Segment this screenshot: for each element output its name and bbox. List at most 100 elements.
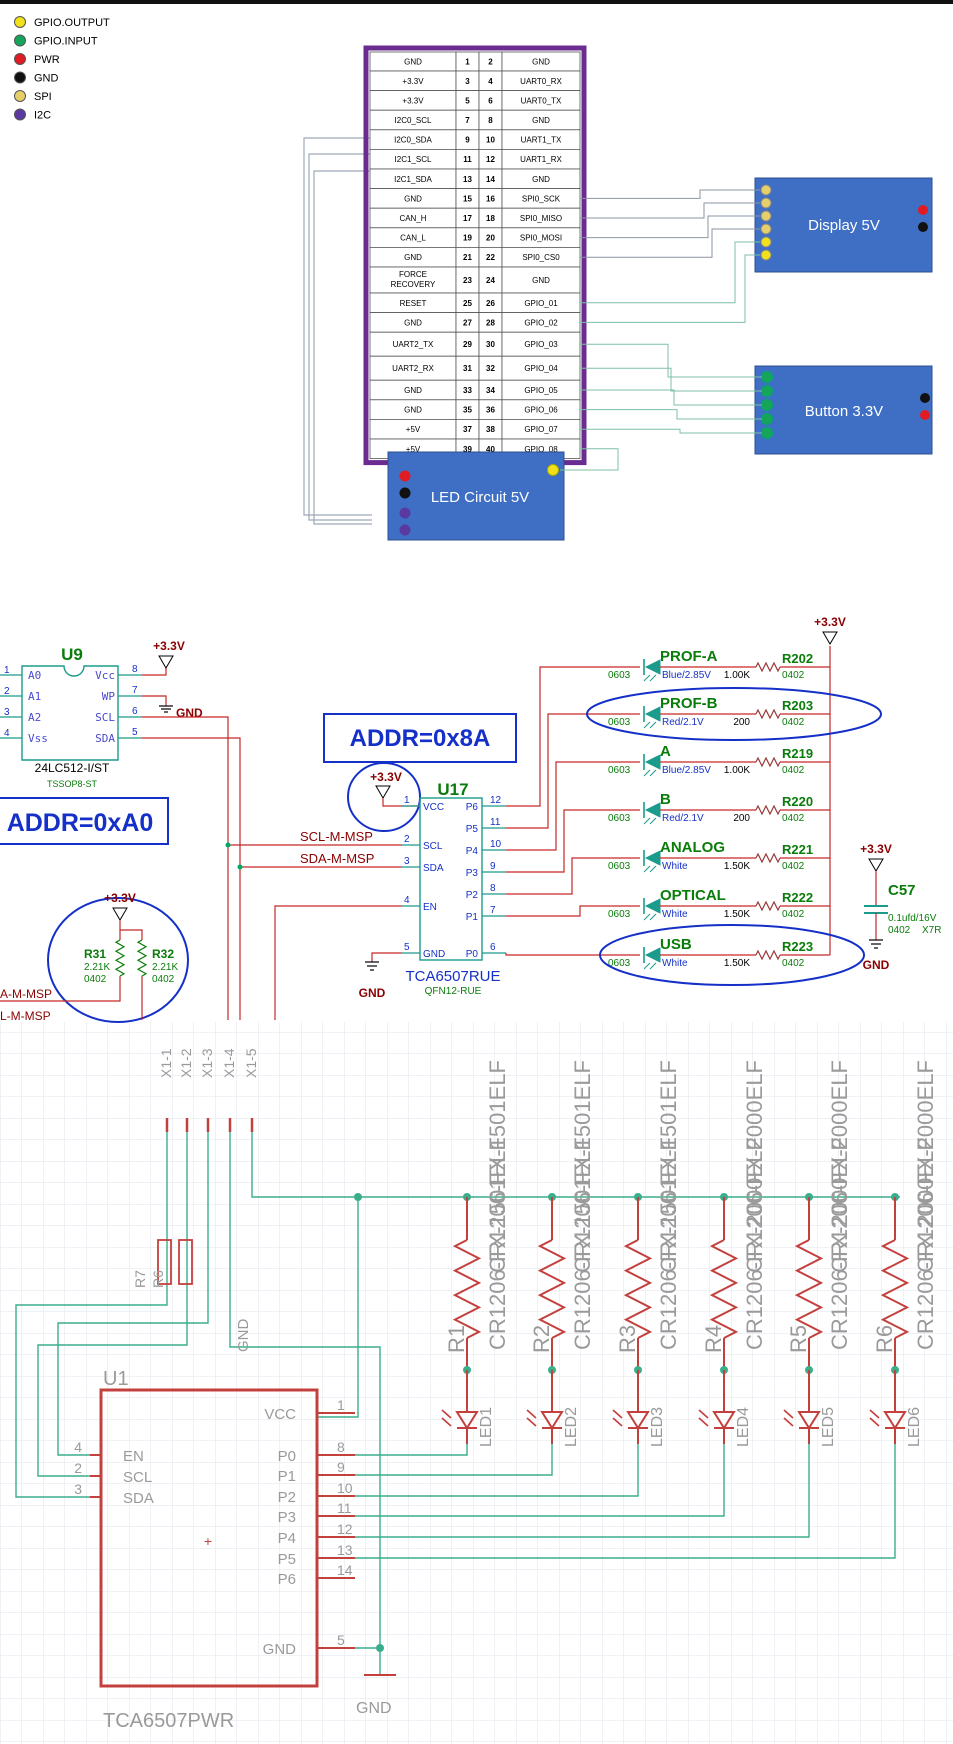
addr-box-u9 — [0, 797, 169, 845]
led-diode-icon — [644, 659, 661, 675]
vcc-label: +3.3V — [153, 639, 185, 653]
pin-number: 14 — [337, 1562, 353, 1578]
pin-number: 2 — [4, 686, 10, 697]
res-package: 0402 — [782, 813, 805, 824]
scl-net-label: SCL-M-MSP — [300, 829, 373, 844]
wire — [382, 798, 420, 807]
pin-label: 31 — [463, 364, 472, 373]
pin-number: 8 — [132, 664, 138, 675]
pin-label: 36 — [486, 406, 495, 415]
pin-label: 21 — [463, 253, 472, 262]
led-emission-icon — [698, 1417, 709, 1427]
led-wire — [318, 1444, 468, 1456]
u9-part: 24LC512-I/ST — [35, 761, 110, 775]
led-emission-icon — [649, 962, 657, 970]
resistor-ref: R1 — [444, 1325, 469, 1353]
highlight-circle — [599, 924, 865, 986]
pin-label: 8 — [488, 116, 493, 125]
button-3v3-box: Button 3.3V — [754, 365, 933, 455]
resistor-part-label: CR1206-FX-2000ELF — [827, 1060, 852, 1273]
pin-label: 35 — [463, 406, 472, 415]
res-value: 1.50K — [724, 861, 750, 872]
led-name: PROF-B — [660, 695, 718, 712]
resistor-symbol — [114, 939, 126, 977]
i2c-dot-icon — [399, 524, 411, 536]
led-emission-icon — [783, 1417, 794, 1427]
resistor-symbol — [537, 1239, 567, 1339]
r31-value: 2.21K — [84, 962, 110, 973]
res-value: 200 — [733, 717, 750, 728]
res-ref: R220 — [782, 794, 813, 809]
u17-package: QFN12-RUE — [425, 986, 482, 997]
pin-name: P3 — [466, 868, 479, 879]
pin-label: GND — [404, 58, 422, 67]
led-diode-icon — [644, 802, 661, 818]
c57-value: 0.1ufd/16V — [888, 913, 937, 924]
pin-label: 28 — [486, 318, 495, 327]
u9-addr: ADDR=0xA0 — [7, 809, 154, 837]
pin-cell — [501, 266, 581, 294]
addr-box-u17 — [323, 713, 517, 763]
legend-label: PWR — [34, 54, 60, 66]
r32-package: 0402 — [152, 974, 175, 985]
pin-label: SPI0_SCK — [522, 194, 561, 203]
sda-net-label: L-M-MSP — [0, 1009, 51, 1023]
pin-number: 2 — [74, 1460, 82, 1476]
pin-label: GPIO_08 — [524, 445, 558, 454]
pin-number: 4 — [4, 728, 10, 739]
pwr-dot-icon — [918, 205, 928, 215]
led-wire — [318, 1444, 639, 1497]
resistor-symbol — [755, 708, 781, 720]
junction-dot — [225, 842, 231, 848]
led-package: 0603 — [608, 958, 631, 969]
wire — [580, 409, 762, 420]
led-package: 0603 — [608, 670, 631, 681]
res-value: 1.00K — [724, 765, 750, 776]
u9-body — [21, 665, 119, 761]
resistor-symbol — [755, 756, 781, 768]
pin-number: 10 — [337, 1480, 353, 1496]
pin-label: GND — [404, 253, 422, 262]
pin-name: A1 — [28, 690, 41, 703]
pin-label: GND — [404, 318, 422, 327]
pin-number: 3 — [404, 856, 410, 867]
pin-number: 1 — [404, 795, 410, 806]
resistor-symbol — [709, 1239, 739, 1339]
legend-label: SPI — [34, 91, 52, 103]
pin-number: 5 — [337, 1632, 345, 1648]
pin-label: 2 — [488, 58, 493, 67]
wire — [371, 952, 402, 962]
led-color: White — [662, 861, 688, 872]
c57-dielectric: X7R — [922, 925, 941, 936]
wire — [142, 695, 167, 706]
pin-label: 19 — [463, 234, 472, 243]
vcc-label: +3.3V — [860, 842, 892, 856]
pin-label: 6 — [488, 96, 493, 105]
led-diode-icon — [455, 1411, 479, 1430]
res-package: 0402 — [782, 765, 805, 776]
led-name: USB — [660, 936, 692, 953]
gpio-input-dot-icon — [761, 371, 773, 383]
res-package: 0402 — [782, 670, 805, 681]
led-diode-icon — [540, 1411, 564, 1430]
led-emission-icon — [649, 817, 657, 825]
pin-label: 40 — [486, 445, 495, 454]
i2c-dot-icon — [399, 507, 411, 519]
u17-addr: ADDR=0x8A — [350, 725, 491, 752]
pin-name: P2 — [466, 890, 479, 901]
r32-ref: R32 — [152, 947, 174, 961]
led-emission-icon — [643, 817, 651, 825]
led-emission-icon — [783, 1409, 794, 1419]
pin-label: UART0_TX — [521, 96, 562, 105]
pin-label: 39 — [463, 445, 472, 454]
c57-package: 0402 — [888, 925, 911, 936]
pin-label: 3 — [465, 77, 470, 86]
pin-label: 29 — [463, 340, 472, 349]
resistor-symbol — [880, 1239, 910, 1339]
wire — [560, 448, 619, 471]
button-label: Button 3.3V — [805, 403, 883, 420]
led-name: A — [660, 743, 671, 760]
legend-label: GPIO.INPUT — [34, 36, 98, 48]
